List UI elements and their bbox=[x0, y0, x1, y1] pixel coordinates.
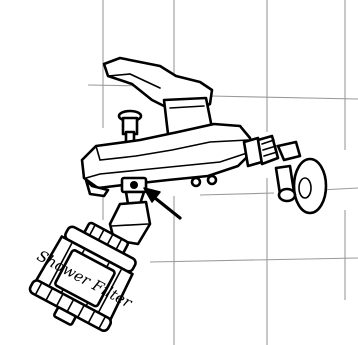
tile-line bbox=[200, 193, 274, 195]
tile-line bbox=[210, 96, 358, 99]
faucet-lever-icon bbox=[104, 58, 212, 134]
outlet-nut-icon bbox=[122, 178, 146, 204]
wall-connector-icon bbox=[244, 136, 326, 213]
diverter-knob-icon bbox=[119, 111, 141, 142]
faucet-body-icon bbox=[82, 124, 252, 196]
tile-line bbox=[150, 258, 358, 262]
